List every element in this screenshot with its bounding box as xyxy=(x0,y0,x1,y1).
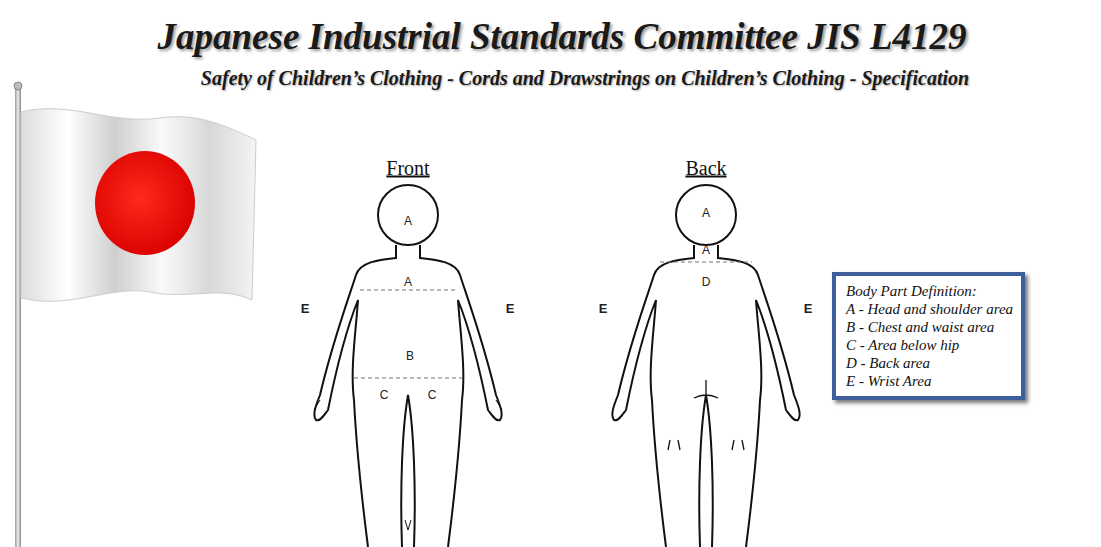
area-letter: A xyxy=(702,206,710,220)
area-letter: A xyxy=(404,214,412,228)
area-letter: E xyxy=(599,301,608,316)
area-letter: C xyxy=(428,388,437,402)
definition-line: B - Chest and waist area xyxy=(846,318,1013,336)
definition-line: A - Head and shoulder area xyxy=(846,300,1013,318)
area-letter: A xyxy=(404,275,412,289)
subtitle: Safety of Children’s Clothing - Cords an… xyxy=(201,67,969,90)
flag-sun xyxy=(95,151,195,255)
box-heading: Body Part Definition: xyxy=(846,282,1013,300)
area-letter: A xyxy=(702,243,710,257)
back-figure xyxy=(612,185,799,547)
area-letter: E xyxy=(506,301,515,316)
front-figure xyxy=(314,185,502,547)
area-letter: C xyxy=(380,388,389,402)
area-letter: E xyxy=(804,301,813,316)
definition-line: D - Back area xyxy=(846,354,1013,372)
view-label: Back xyxy=(685,157,726,180)
area-letter: D xyxy=(702,275,711,289)
area-letter: E xyxy=(301,301,310,316)
japanese-flag xyxy=(21,109,256,302)
definition-line: C - Area below hip xyxy=(846,336,1013,354)
definition-line: E - Wrist Area xyxy=(846,372,1013,390)
area-letter: B xyxy=(406,349,414,363)
flag-pole xyxy=(15,88,21,547)
definition-box: Body Part Definition:A - Head and should… xyxy=(832,272,1025,400)
pole-cap xyxy=(14,82,22,90)
view-label: Front xyxy=(386,157,429,180)
diagram-title: Japanese Industrial Standards Committee … xyxy=(158,15,967,58)
